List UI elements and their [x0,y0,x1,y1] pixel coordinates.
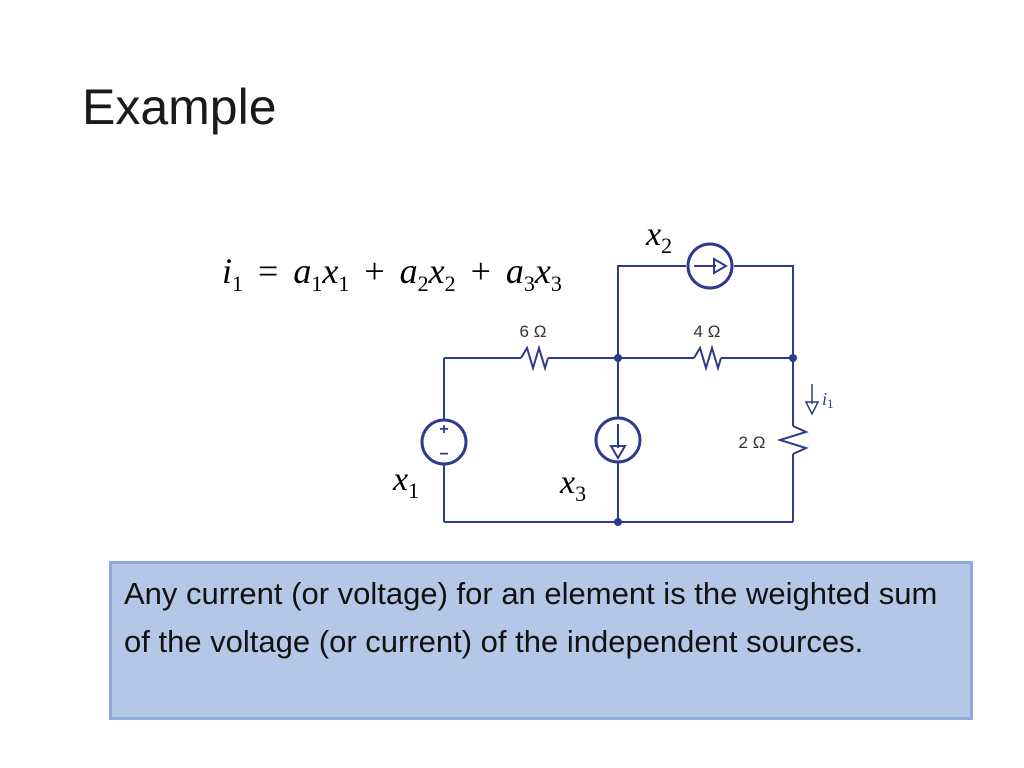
x1-minus-sign: − [439,446,448,463]
current-i1-arrow-icon [804,384,820,416]
superposition-equation: i1 = a1x1 + a2x2 + a3x3 [222,250,562,295]
resistor-2ohm [776,425,809,455]
source-x2-label: x2 [645,216,672,258]
eq-var-3-sub: 3 [550,271,562,296]
resistor-4ohm [693,344,722,372]
eq-coef-3-sub: 3 [523,271,535,296]
resistor-6ohm-label: 6 Ω [520,322,547,341]
eq-coef-2-sub: 2 [417,271,429,296]
node-mid-bottom [614,518,622,526]
resistor-6ohm [520,344,549,372]
x2-arrow-icon [694,257,728,275]
eq-plus-1: + [364,251,385,291]
wire-x2-right [734,265,794,358]
eq-var-2-sub: 2 [444,271,456,296]
resistor-4ohm-label: 4 Ω [694,322,721,341]
note-callout: Any current (or voltage) for an element … [109,561,973,720]
eq-lhs-var: i [222,251,233,291]
x1-plus-sign: + [439,421,448,438]
eq-plus-2: + [470,251,491,291]
node-right-top [789,354,797,362]
current-source-x3 [594,416,642,464]
eq-coef-3: a [505,251,524,291]
wire-mid-up [617,265,686,358]
note-text: Any current (or voltage) for an element … [124,576,938,659]
eq-equals: = [258,251,279,291]
current-i1-label: i1 [822,389,834,411]
current-source-x2 [686,242,734,290]
node-mid-top [614,354,622,362]
voltage-source-x1: + − [420,418,468,466]
resistor-2ohm-label: 2 Ω [739,433,766,452]
eq-var-2: x [428,251,445,291]
eq-coef-2: a [399,251,418,291]
source-x3-label: x3 [559,464,586,506]
eq-var-1-sub: 1 [338,271,350,296]
slide-title: Example [82,79,277,135]
source-x1-label: x1 [392,461,419,503]
eq-var-1: x [322,251,339,291]
x3-arrow-icon [609,424,627,460]
eq-coef-1-sub: 1 [311,271,323,296]
eq-var-3: x [534,251,551,291]
eq-lhs-sub: 1 [232,271,244,296]
eq-coef-1: a [293,251,312,291]
